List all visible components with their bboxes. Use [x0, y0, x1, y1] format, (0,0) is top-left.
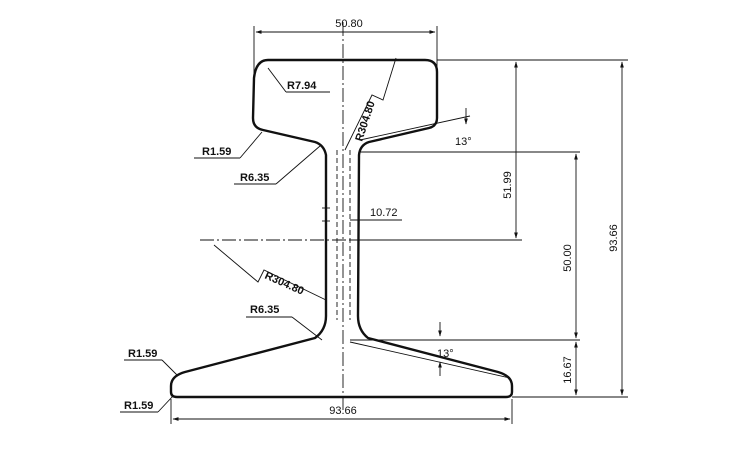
r-base-top-label: R1.59: [128, 348, 157, 360]
r-head-top-leader: [344, 57, 397, 151]
r-lower-fillet-leader: [291, 316, 323, 341]
r-head-corner-label: R7.94: [287, 80, 317, 92]
r-base-bottom-label: R1.59: [124, 400, 153, 412]
r-head-corner-leader: [267, 67, 287, 93]
lower-angle-line: [349, 341, 511, 379]
r-base-bottom-leader: [157, 395, 174, 413]
r-upper-fillet-leader: [275, 145, 321, 185]
r-head-edge-label: R1.59: [202, 146, 231, 158]
upper-angle-line: [359, 115, 471, 141]
r-web-label: R304.80: [263, 270, 306, 298]
base-width-value: 93.66: [329, 405, 357, 417]
r-lower-fillet-label: R6.35: [250, 304, 279, 316]
r-web-leader: [213, 244, 327, 301]
height-total-value: 93.66: [608, 224, 620, 252]
head-width-value: 50.80: [335, 18, 363, 30]
head-to-neutral-value: 51.99: [502, 171, 514, 199]
rail-profile: [169, 58, 514, 399]
r-head-top-label: R304.80: [353, 100, 377, 143]
web-thickness-value: 10.72: [370, 207, 398, 219]
r-head-edge-leader: [239, 131, 263, 159]
r-upper-fillet-label: R6.35: [240, 172, 269, 184]
web-height-value: 50.00: [562, 244, 574, 272]
lower-angle-value: 13°: [437, 348, 454, 360]
r-base-top-leader: [161, 359, 179, 377]
upper-angle-value: 13°: [455, 136, 472, 148]
base-height-value: 16.67: [562, 356, 574, 384]
